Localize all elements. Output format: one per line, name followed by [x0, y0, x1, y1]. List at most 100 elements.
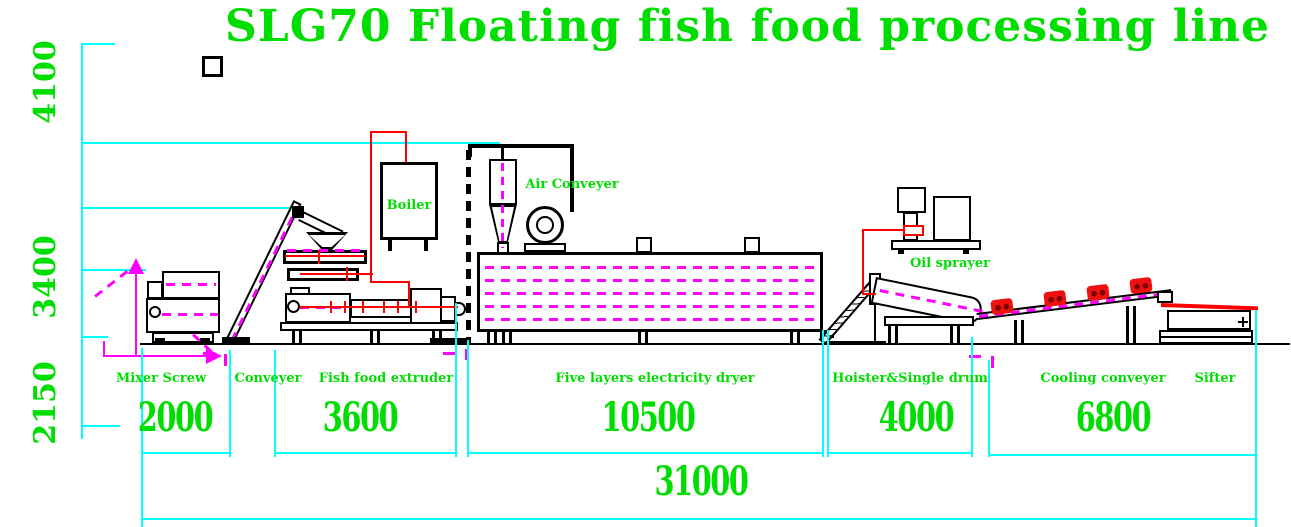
extension-line — [1255, 310, 1257, 527]
sifter-base-line — [1159, 336, 1253, 338]
extension-line — [971, 337, 973, 457]
dryer-leg — [502, 332, 512, 344]
extruder-leg — [432, 331, 442, 343]
barrel-steam-line — [300, 306, 458, 308]
extruder-barrel — [350, 299, 412, 318]
boiler-pipe — [408, 281, 410, 307]
label-sifter: Sifter — [1194, 371, 1236, 386]
mixer-dash-line — [166, 283, 216, 286]
sprayer-foot — [898, 250, 904, 254]
dimension-line — [467, 452, 824, 454]
total-dimension-line — [141, 518, 1257, 520]
extension-line — [822, 330, 824, 457]
legend-square — [202, 56, 223, 77]
extruder-shaft-circle — [287, 300, 300, 313]
conditioner-upper — [283, 250, 367, 264]
dryer-layer-dash — [485, 318, 815, 321]
label-cooling: Cooling conveyer — [1040, 371, 1166, 386]
label-hoister-drum: Hoister&Single drum — [832, 371, 988, 386]
cooling-head-drum — [1157, 291, 1173, 303]
flow-dash — [465, 349, 468, 360]
vertical-dimension-line — [81, 43, 83, 439]
sifter-plus-mark — [1242, 317, 1244, 327]
vertical-dimension-3400: 3400 — [28, 235, 63, 319]
dryer-leg — [487, 332, 497, 344]
label-conveyor: Conveyer — [234, 371, 302, 386]
oil-pipe — [862, 229, 864, 295]
dryer-layer-dash — [485, 305, 815, 308]
dimension-line — [827, 452, 973, 454]
cooling-leg — [1126, 306, 1136, 344]
extension-line — [467, 340, 469, 457]
boiler-pipe — [370, 281, 410, 283]
sprayer-table — [891, 240, 981, 250]
dimension-value-2000: 2000 — [137, 394, 214, 441]
oil-valve — [903, 225, 924, 236]
flow-arrow-right-line — [103, 355, 207, 357]
page-title: SLG70 Floating fish food processing line — [225, 1, 1271, 52]
product-cart — [990, 297, 1014, 316]
label-mixer: Mixer Screw — [115, 371, 207, 386]
dryer-chimney — [744, 237, 760, 253]
dimension-line — [141, 452, 231, 454]
boiler-body — [380, 162, 438, 240]
conditioner-dash — [287, 249, 363, 252]
label-extruder: Fish food extruder — [318, 371, 454, 386]
steam-tick — [415, 301, 417, 313]
dryer-layer-dash — [485, 266, 815, 269]
oil-sprayer-label: Oil sprayer — [909, 256, 991, 271]
dimension-value-10500: 10500 — [601, 394, 695, 441]
extension-line — [229, 350, 231, 457]
boiler-pipe — [370, 131, 372, 283]
mixer-dash-line — [162, 313, 218, 316]
mixer-foot — [155, 338, 165, 344]
dimension-tick — [81, 269, 146, 271]
dimension-value-3600: 3600 — [322, 394, 399, 441]
extruder-leg — [370, 331, 380, 343]
dimension-tick — [81, 425, 120, 427]
extension-line — [455, 303, 457, 457]
blower-base — [524, 243, 566, 252]
extension-line — [988, 360, 990, 457]
dryer-chimney — [636, 237, 652, 253]
extruder-base — [280, 322, 458, 331]
drum-leg — [888, 326, 898, 343]
oil-pipe — [862, 293, 876, 295]
flow-dash — [969, 355, 981, 358]
air-duct — [468, 144, 574, 148]
drum-frame — [884, 316, 974, 326]
mixer-foot — [200, 338, 210, 344]
flow-dash — [443, 352, 455, 355]
hoister-base — [826, 341, 886, 343]
air-duct — [501, 148, 504, 161]
extension-line — [141, 348, 143, 527]
flow-arrow-up-line — [135, 272, 137, 356]
sprayer-tank-large — [933, 196, 971, 241]
product-cart — [1043, 289, 1067, 308]
hoister-support — [874, 283, 876, 343]
dryer-layer-dash — [485, 279, 815, 282]
dimension-tick — [81, 142, 500, 144]
dryer-inlet-foot — [430, 338, 470, 345]
steam-tick — [383, 301, 385, 313]
dimension-tick — [81, 336, 108, 338]
steam-pipe — [318, 250, 320, 264]
blower-hub — [536, 216, 554, 234]
mixer-shaft-circle — [149, 306, 161, 318]
flow-corner-line — [103, 341, 105, 357]
boiler-leg — [424, 240, 428, 251]
oil-pipe — [862, 229, 903, 231]
flow-dash — [224, 354, 227, 366]
boiler-label: Boiler — [386, 198, 432, 213]
vertical-dimension-2150: 2150 — [28, 361, 63, 445]
boiler-pipe — [370, 131, 407, 133]
steam-pipe — [285, 255, 365, 257]
air-conveyor-label: Air Conveyer — [525, 177, 619, 192]
conveyor-head — [292, 206, 304, 218]
mixer-base — [152, 332, 214, 343]
drum-leg — [950, 326, 960, 343]
product-cart — [1086, 283, 1110, 302]
extension-line — [274, 350, 276, 457]
product-cart — [1129, 276, 1153, 295]
extruder-leg — [292, 331, 302, 343]
